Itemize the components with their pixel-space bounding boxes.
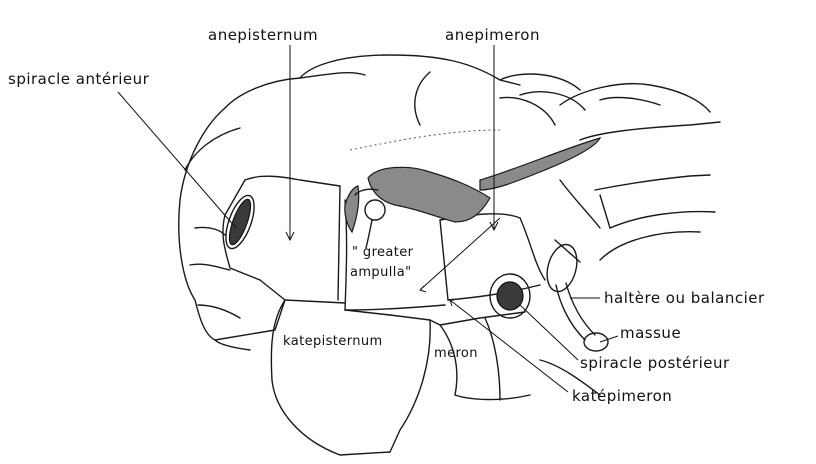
label-greater-ampulla-2: ampulla" <box>350 265 412 280</box>
label-anepisternum: anepisternum <box>208 26 318 44</box>
label-massue: massue <box>620 324 681 342</box>
label-meron: meron <box>434 346 478 361</box>
leader-spiracle-anterieur <box>118 92 236 228</box>
leader-greater-ampulla-arrow <box>420 286 426 292</box>
label-katepisternum: katepisternum <box>283 334 383 349</box>
label-haltere: haltère ou balancier <box>604 289 765 307</box>
leader-massue <box>600 336 618 342</box>
label-spiracle-anterieur: spiracle antérieur <box>8 70 150 88</box>
label-anepimeron: anepimeron <box>445 26 540 44</box>
label-katepimeron: katépimeron <box>572 387 672 405</box>
label-greater-ampulla-1: " greater <box>352 245 414 260</box>
leader-greater-ampulla <box>420 218 500 290</box>
leader-spiracle-posterieur <box>520 305 578 360</box>
label-spiracle-posterieur: spiracle postérieur <box>580 354 730 372</box>
